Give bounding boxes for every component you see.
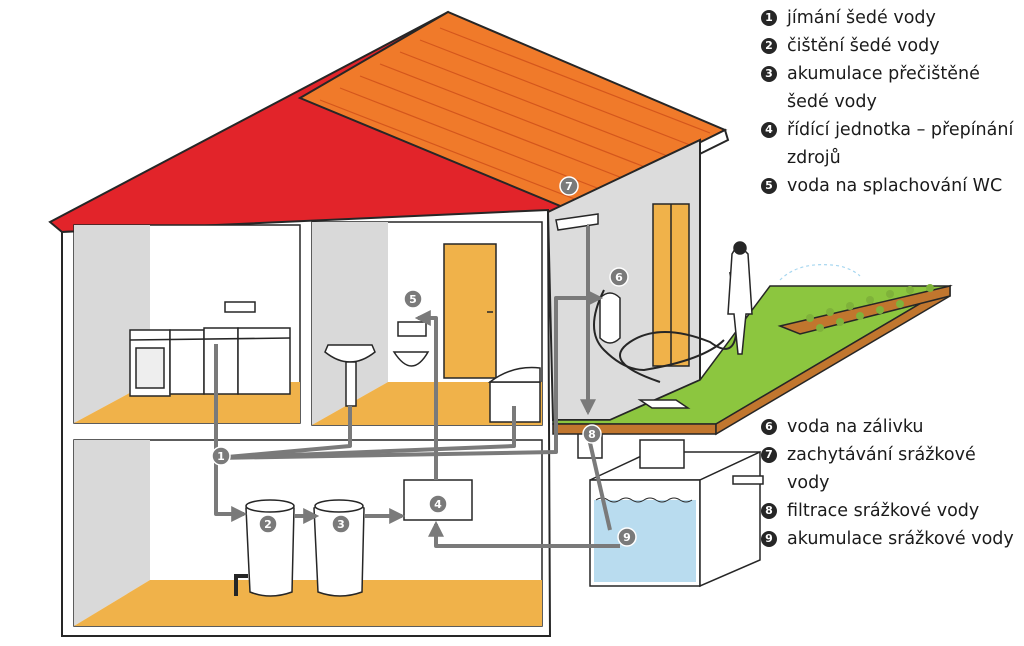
- badge-4: 4: [428, 494, 448, 514]
- legend-number: 4: [761, 122, 777, 138]
- svg-text:7: 7: [565, 180, 573, 193]
- legend-text: jímání šedé vody: [787, 8, 936, 28]
- legend-item: 6 voda na zálivku: [761, 413, 1019, 441]
- legend-item: 9 akumulace srážkové vody: [761, 525, 1019, 553]
- legend-greywater: 1 jímání šedé vody 2 čištění šedé vody 3 ak…: [761, 4, 1019, 200]
- treatment-tanks: [234, 479, 473, 597]
- badge-8: 8: [582, 424, 602, 444]
- badge-7: 7: [559, 176, 579, 196]
- legend-number: 5: [761, 178, 777, 194]
- badge-2: 2: [258, 514, 278, 534]
- garden: [552, 203, 953, 436]
- legend-item: 8 filtrace srážkové vody: [761, 497, 1019, 525]
- svg-text:1: 1: [217, 450, 225, 463]
- kitchen: [129, 301, 291, 397]
- legend-number: 7: [761, 447, 777, 463]
- badge-1: 1: [211, 446, 231, 466]
- legend-item: 7 zachytávání srážkové vody: [761, 441, 1019, 497]
- badge-6: 6: [609, 267, 629, 287]
- rainwater-tank: [577, 431, 764, 588]
- flow-badges: 1 2 3 4 5 6 7 8 9: [211, 176, 637, 547]
- legend-number: 2: [761, 38, 777, 54]
- legend-text: akumulace přečištěné šedé vody: [787, 64, 980, 112]
- badge-9: 9: [617, 527, 637, 547]
- legend-item: 2 čištění šedé vody: [761, 32, 1019, 60]
- legend-rainwater: 6 voda na zálivku 7 zachytávání srážkové v…: [761, 413, 1019, 553]
- legend-number: 9: [761, 531, 777, 547]
- legend-text: filtrace srážkové vody: [787, 501, 980, 521]
- legend-text: voda na zálivku: [787, 417, 924, 437]
- svg-text:9: 9: [623, 531, 631, 544]
- legend-text: řídící jednotka – přepínání zdrojů: [787, 120, 1014, 168]
- legend-text: zachytávání srážkové vody: [787, 445, 976, 493]
- legend-text: voda na splachování WC: [787, 176, 1003, 196]
- legend-number: 8: [761, 503, 777, 519]
- legend-text: čištění šedé vody: [787, 36, 940, 56]
- legend-number: 1: [761, 10, 777, 26]
- legend-text: akumulace srážkové vody: [787, 529, 1014, 549]
- legend-item: 5 voda na splachování WC: [761, 172, 1019, 200]
- badge-5: 5: [403, 289, 423, 309]
- pipe-network: [214, 226, 620, 548]
- svg-text:2: 2: [264, 518, 272, 531]
- bathroom: [324, 243, 541, 423]
- svg-text:4: 4: [434, 498, 442, 511]
- legend-number: 6: [761, 419, 777, 435]
- svg-text:5: 5: [409, 293, 417, 306]
- svg-text:8: 8: [588, 428, 596, 441]
- svg-text:3: 3: [337, 518, 345, 531]
- svg-text:6: 6: [615, 271, 623, 284]
- legend-item: 4 řídící jednotka – přepínání zdrojů: [761, 116, 1019, 172]
- legend-item: 3 akumulace přečištěné šedé vody: [761, 60, 1019, 116]
- badge-3: 3: [331, 514, 351, 534]
- legend-item: 1 jímání šedé vody: [761, 4, 1019, 32]
- legend-number: 3: [761, 66, 777, 82]
